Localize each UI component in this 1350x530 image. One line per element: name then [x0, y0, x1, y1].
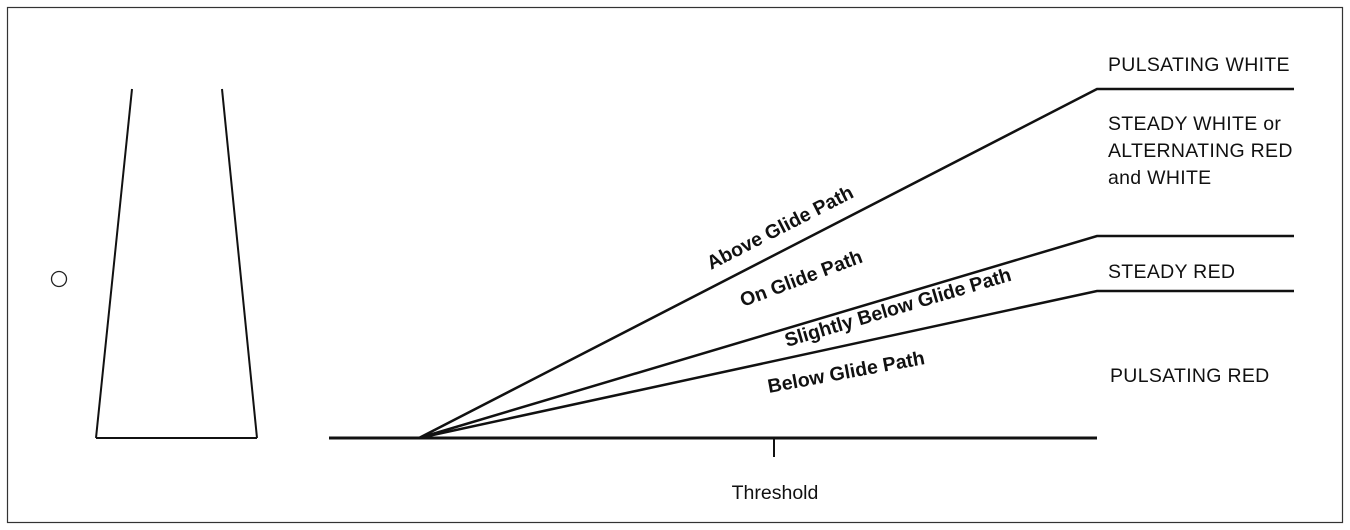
runway-front-view	[95, 88, 258, 439]
indication-pulsating-white: PULSATING WHITE	[1108, 54, 1290, 76]
indication-steady-red: STEADY RED	[1108, 261, 1235, 283]
indication-steady-white-line3: and WHITE	[1108, 167, 1211, 189]
diagram-border	[6, 6, 1344, 524]
lower-boundary-line	[418, 289, 1294, 440]
indication-steady-white-line1: STEADY WHITE or	[1108, 113, 1281, 135]
indication-steady-white-line2: ALTERNATING RED	[1108, 140, 1293, 162]
middle-boundary-line	[418, 234, 1294, 440]
upper-boundary-line	[418, 87, 1294, 440]
glide-path-boundaries	[418, 87, 1294, 440]
label-on-glide-path: On Glide Path	[737, 246, 865, 312]
label-below-glide-path: Below Glide Path	[766, 347, 927, 398]
threshold-label: Threshold	[732, 482, 819, 504]
light-source-circle	[50, 270, 68, 288]
indication-pulsating-red: PULSATING RED	[1110, 365, 1270, 387]
